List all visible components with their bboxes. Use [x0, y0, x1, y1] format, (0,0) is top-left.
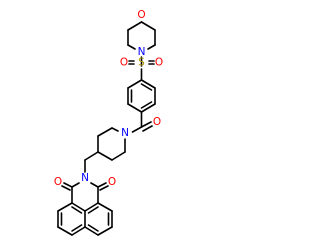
atom-O-imide-right: O [108, 176, 116, 188]
atom-labels: O N S O O O N N O O [54, 9, 163, 188]
bond [142, 125, 153, 132]
bond [61, 185, 71, 191]
bond [99, 185, 109, 191]
bond [140, 21, 156, 31]
bond [97, 151, 113, 161]
bond [71, 202, 86, 212]
bond [84, 226, 99, 236]
bond [71, 206, 83, 214]
bond [97, 202, 113, 212]
bond [140, 101, 153, 109]
atom-N-imide: N [81, 172, 89, 184]
bond [140, 83, 153, 91]
atom-O-sulfonyl-left: O [120, 57, 128, 69]
bond [127, 21, 143, 31]
bond [87, 206, 99, 214]
atom-O-morpholine: O [137, 9, 145, 21]
bonds [57, 21, 156, 236]
bond [63, 182, 73, 188]
bond [87, 224, 99, 232]
bond [71, 226, 86, 236]
atom-O-imide-left: O [54, 176, 62, 188]
bond [111, 151, 126, 161]
atom-S-sulfonyl: S [138, 57, 145, 69]
bond [84, 151, 99, 161]
bond [127, 44, 136, 50]
bond [71, 182, 80, 188]
bond [90, 182, 99, 188]
bond [131, 126, 143, 133]
atom-N-piperidine: N [121, 127, 129, 139]
bond [97, 127, 113, 137]
bond [147, 44, 156, 50]
bond [84, 202, 99, 212]
bond [97, 226, 113, 236]
atom-O-carbonyl: O [153, 116, 161, 128]
bond [71, 224, 83, 232]
bond [127, 103, 143, 113]
bond [140, 79, 156, 89]
bond [97, 182, 107, 188]
atom-N-morpholine: N [138, 46, 146, 58]
atom-O-sulfonyl-right: O [155, 57, 163, 69]
bond [57, 226, 73, 236]
molecule-structure: O N S O O O N N O O [54, 9, 163, 236]
bond [140, 121, 152, 128]
bond [127, 79, 143, 89]
bond [57, 202, 73, 212]
bond [140, 103, 156, 113]
bond [111, 127, 119, 132]
